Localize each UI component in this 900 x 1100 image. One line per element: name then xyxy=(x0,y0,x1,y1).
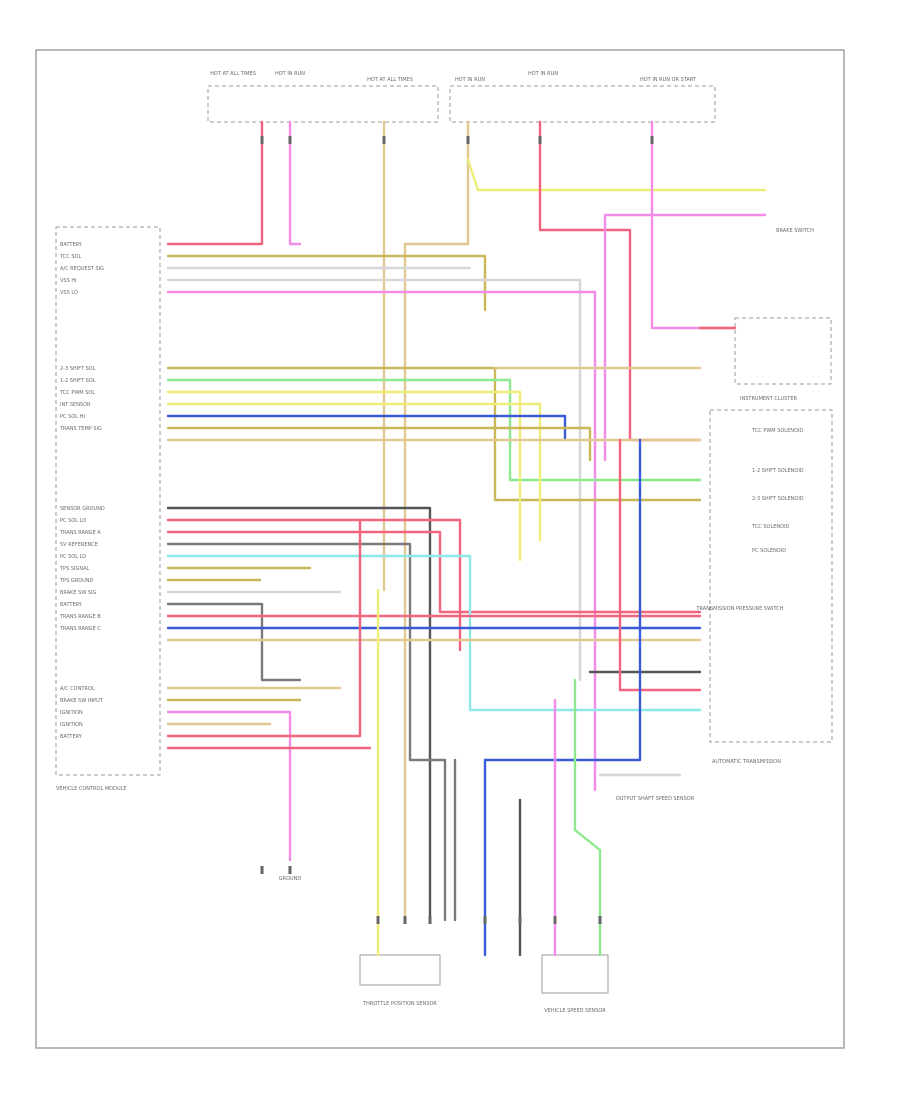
ecm-pin-label: A/C CONTROL xyxy=(60,686,95,692)
fuse-label-3: HOT AT ALL TIMES xyxy=(367,77,413,83)
ecm-box xyxy=(55,226,161,776)
ecm-pin-label: TCC SOL xyxy=(59,254,81,260)
olive-wire xyxy=(166,426,592,462)
ground-label: GROUND xyxy=(279,876,302,882)
olive-wire xyxy=(166,254,487,312)
tan-wire xyxy=(403,120,470,922)
connector-pin xyxy=(288,866,292,874)
green-wire xyxy=(166,378,702,482)
ecm-pin-label: TPS SIGNAL xyxy=(59,566,90,572)
yellow-wire xyxy=(166,402,542,542)
solenoid-label: 2-3 SHIFT SOLENOID xyxy=(752,496,804,502)
ecm-pin-label: BRAKE SW SIG xyxy=(60,590,97,596)
connector-pin xyxy=(553,916,557,924)
fuse-label-4: HOT IN RUN xyxy=(455,77,485,83)
wire-bundle xyxy=(166,120,767,957)
trans-pressure-label: TRANSMISSION PRESSURE SWITCH xyxy=(695,606,783,612)
connector-pin xyxy=(288,136,292,144)
ecm-pin-label: A/C REQUEST SIG xyxy=(60,266,104,272)
ecm-pin-label: TRANS RANGE C xyxy=(59,626,101,632)
solenoid-list: TCC PWM SOLENOID 1-2 SHIFT SOLENOID 2-3 SH… xyxy=(751,428,804,554)
connector-pin xyxy=(260,136,264,144)
auto-transmission-box xyxy=(709,409,833,743)
ecm-pin-label: PC SOL HI xyxy=(60,414,85,420)
fuse-label-1: HOT AT ALL TIMES xyxy=(210,71,256,77)
connector-pin xyxy=(518,916,522,924)
red-wire xyxy=(618,438,702,692)
blue-wire xyxy=(483,438,642,762)
connector-pin xyxy=(382,136,386,144)
throttle-sensor-label: THROTTLE POSITION SENSOR xyxy=(362,1001,437,1007)
ecm-pin-label: VSS LO xyxy=(60,290,78,296)
green-wire xyxy=(573,678,602,957)
ecm-pin-label: 5V REFERENCE xyxy=(60,542,98,548)
ecm-pin-label: 1-2 SHIFT SOL xyxy=(60,378,96,384)
ecm-pin-label: TPS GROUND xyxy=(59,578,94,584)
ecm-pin-label: IGNITION xyxy=(60,710,83,716)
pink-wire xyxy=(288,120,302,246)
ecm-pin-label: BATTERY xyxy=(60,602,83,608)
throttle-sensor-box xyxy=(359,954,441,986)
blue-wire xyxy=(166,414,567,442)
auto-transmission-label: AUTOMATIC TRANSMISSION xyxy=(712,759,781,765)
ecm-pin-label: VSS HI xyxy=(60,278,77,284)
ecm-pin-label: TRANS RANGE B xyxy=(59,614,101,620)
connector-pin xyxy=(428,916,432,924)
ecm-pin-label: 2-3 SHIFT SOL xyxy=(60,366,96,372)
red-wire xyxy=(166,518,462,652)
connector-pin xyxy=(598,916,602,924)
vss-box xyxy=(541,954,609,994)
pink-wire xyxy=(166,710,292,862)
fuse-label-6: HOT IN RUN OR START xyxy=(640,77,697,83)
solenoid-label: TCC PWM SOLENOID xyxy=(751,428,803,434)
ecm-label: VEHICLE CONTROL MODULE xyxy=(56,786,127,792)
ecm-pin-list: BATTERY TCC SOL A/C REQUEST SIG VSS HI VSS L… xyxy=(59,242,105,740)
fuse-block-left: HOT AT ALL TIMES HOT IN RUN HOT AT ALL T… xyxy=(207,71,439,123)
ecm-pin-label: BATTERY xyxy=(60,242,83,248)
dark-wire xyxy=(166,506,432,922)
ecm-pin-label: SENSOR GROUND xyxy=(60,506,105,512)
ecm-pin-label: TRANS RANGE A xyxy=(59,530,101,536)
ecm-pin-label: IGNITION xyxy=(60,722,83,728)
light-wire xyxy=(166,278,582,682)
gray-wire xyxy=(166,542,447,922)
red-wire xyxy=(166,530,702,614)
olive-wire xyxy=(166,366,702,502)
connector-pin xyxy=(538,136,542,144)
output-shaft-label: OUTPUT SHAFT SPEED SENSOR xyxy=(616,796,695,802)
connector-pin xyxy=(483,916,487,924)
ecm-pin-label: TCC PWM SOL xyxy=(59,390,95,396)
fuse-label-5: HOT IN RUN xyxy=(528,71,558,77)
connector-pin xyxy=(376,916,380,924)
cyan-wire xyxy=(166,554,702,712)
ecm-pin-label: BRAKE SW INPUT xyxy=(60,698,104,704)
connector-pin xyxy=(650,136,654,144)
solenoid-label: 1-2 SHIFT SOLENOID xyxy=(752,468,804,474)
fuse-block-right: HOT IN RUN HOT IN RUN HOT IN RUN OR STAR… xyxy=(449,71,716,123)
ecm-pin-label: TRANS TEMP SIG xyxy=(59,426,102,432)
gray-wire xyxy=(166,602,302,682)
yellow-wire xyxy=(466,158,767,192)
brake-switch-label: BRAKE SWITCH xyxy=(776,228,814,234)
instrument-cluster-label: INSTRUMENT CLUSTER xyxy=(740,396,798,402)
pink-wire xyxy=(166,290,597,792)
connector-pin xyxy=(260,866,264,874)
vss-label: VEHICLE SPEED SENSOR xyxy=(544,1008,606,1014)
pink-wire xyxy=(650,120,737,330)
connector-pin xyxy=(403,916,407,924)
ecm-pin-label: BATTERY xyxy=(60,734,83,740)
ecm-pin-label: INT SENSOR xyxy=(60,402,91,408)
fuse-label-2: HOT IN RUN xyxy=(275,71,305,77)
instrument-cluster-box xyxy=(734,317,832,385)
connector-pin xyxy=(466,136,470,144)
red-wire xyxy=(166,518,362,738)
ecm-pin-label: PC SOL LO xyxy=(60,518,86,524)
solenoid-label: TCC SOLENOID xyxy=(751,524,790,530)
ecm-pin-label: PC SOL LO xyxy=(60,554,86,560)
red-wire xyxy=(166,120,264,246)
diagram-frame xyxy=(35,49,845,1049)
solenoid-label: PC SOLENOID xyxy=(752,548,786,554)
yellow-wire xyxy=(166,390,522,562)
